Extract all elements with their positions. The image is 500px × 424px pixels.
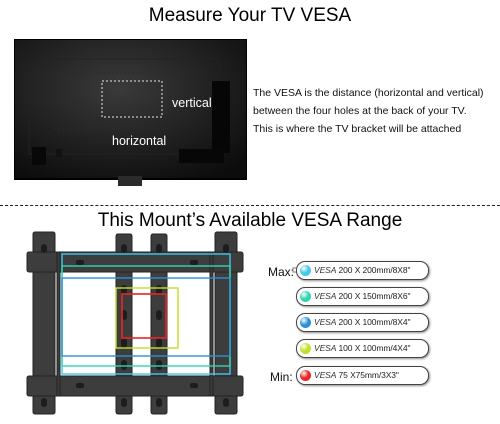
color-dot-icon xyxy=(300,370,311,381)
vesa-size: 200 X 100mm/8X4" xyxy=(338,317,411,327)
vesa-prefix: VESA xyxy=(314,317,337,327)
vesa-option-pill: VESA 200 X 150mm/8X6" xyxy=(296,287,429,306)
vesa-prefix: VESA xyxy=(314,343,337,353)
vesa-size: 200 X 200mm/8X8" xyxy=(338,265,411,275)
vesa-option-pill: VESA 200 X 200mm/8X8" xyxy=(296,261,429,280)
horizontal-label: horizontal xyxy=(112,134,167,148)
vesa-option-pill: VESA 100 X 100mm/4X4" xyxy=(296,339,429,358)
vesa-size: 100 X 100mm/4X4" xyxy=(338,343,411,353)
vesa-size: 75 X75mm/3X3" xyxy=(338,370,399,380)
dashed-divider xyxy=(0,205,500,206)
description-line: The VESA is the distance (horizontal and… xyxy=(253,87,484,99)
vesa-prefix: VESA xyxy=(314,291,337,301)
color-dot-icon xyxy=(300,343,311,354)
color-dot-icon xyxy=(300,291,311,302)
wall-mount-image xyxy=(26,231,244,415)
vesa-option-pill: VESA 200 X 100mm/8X4" xyxy=(296,313,429,332)
color-dot-icon xyxy=(300,317,311,328)
vesa-prefix: VESA xyxy=(314,370,337,380)
vertical-label: vertical xyxy=(172,96,212,110)
vesa-prefix: VESA xyxy=(314,265,337,275)
description-line: between the four holes at the back of yo… xyxy=(253,105,467,117)
title-measure-vesa: Measure Your TV VESA xyxy=(148,5,352,26)
title-vesa-range: This Mount’s Available VESA Range xyxy=(97,210,403,231)
max-label: Max: xyxy=(268,265,295,279)
tv-back-image xyxy=(14,39,247,186)
color-dot-icon xyxy=(300,265,311,276)
vesa-option-pill: VESA 75 X75mm/3X3" xyxy=(296,366,429,385)
min-label: Min: xyxy=(270,370,293,384)
description-line: This is where the TV bracket will be att… xyxy=(253,123,462,135)
vesa-size: 200 X 150mm/8X6" xyxy=(338,291,411,301)
